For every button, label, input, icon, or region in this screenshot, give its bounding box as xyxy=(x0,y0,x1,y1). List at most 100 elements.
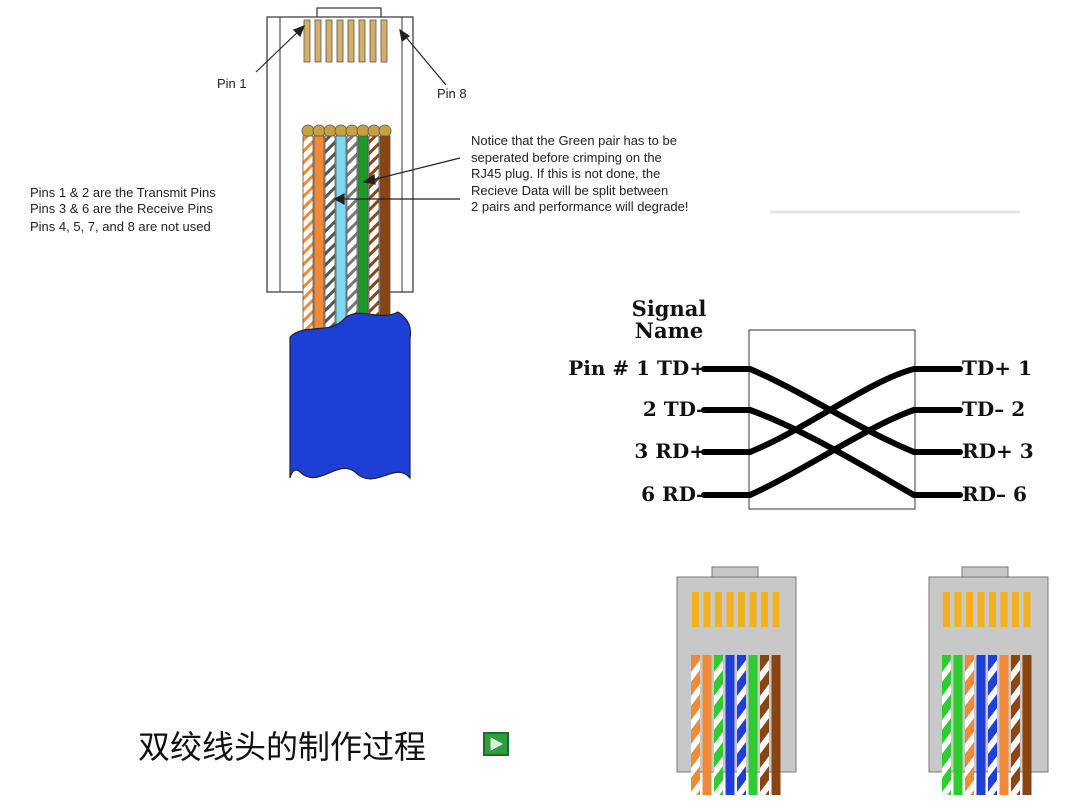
wire-stripe xyxy=(760,780,769,802)
connector-wire xyxy=(942,655,951,795)
wire-stripe xyxy=(737,732,746,754)
connector-pin xyxy=(692,592,699,627)
right-pin: 2 xyxy=(1011,397,1026,421)
wire-stripe xyxy=(691,708,700,730)
left-signal: TD– xyxy=(663,397,706,421)
pin-note: Pins 3 & 6 are the Receive Pins xyxy=(30,200,213,216)
connector-wire xyxy=(737,655,746,795)
plug-pins xyxy=(303,19,388,63)
signal-header-line: Signal xyxy=(631,296,707,321)
wire-stripe xyxy=(965,756,974,778)
wire-stripe xyxy=(714,732,723,754)
pin8-arrow xyxy=(399,28,447,86)
wire-stripe xyxy=(942,756,951,778)
notice-line: Notice that the Green pair has to be xyxy=(471,133,677,148)
wire-stripe xyxy=(988,780,997,802)
connector-pin xyxy=(761,592,768,627)
pin-note: Pins 1 & 2 are the Transmit Pins xyxy=(30,185,216,200)
connector-pin xyxy=(966,592,973,627)
wire-stripe xyxy=(942,780,951,802)
right-signal-row: TD+ 1 xyxy=(962,356,1032,380)
wire-stripe xyxy=(942,708,951,730)
wire-stripe xyxy=(942,732,951,754)
connector-pin xyxy=(1012,592,1019,627)
wire-stripe xyxy=(1011,660,1020,682)
wire-stripe xyxy=(965,660,974,682)
left-pin: Pin # 1 xyxy=(568,356,651,380)
right-signal: TD– xyxy=(962,397,1005,421)
connector-pin xyxy=(1000,592,1008,627)
connector-wire xyxy=(976,655,986,795)
connector-wire xyxy=(725,655,735,795)
cross-wire-rd-plus xyxy=(747,366,917,455)
wire-stripe xyxy=(988,708,997,730)
wire-stripe xyxy=(691,660,700,682)
connector-wire xyxy=(760,655,769,795)
right-signal: RD– xyxy=(962,482,1006,506)
wire-stripe xyxy=(760,708,769,730)
wire-stripe xyxy=(1011,732,1020,754)
connector-pin xyxy=(749,592,757,627)
cable-jacket xyxy=(289,311,412,480)
wire-stripe xyxy=(1011,756,1020,778)
right-signal-row: RD+ 3 xyxy=(962,439,1034,463)
connector-wire xyxy=(1011,655,1020,795)
right-pin: 1 xyxy=(1017,356,1032,380)
caption-text: 双绞线头的制作过程 xyxy=(138,728,427,766)
play-button[interactable] xyxy=(483,732,509,756)
connector-pin xyxy=(943,592,950,627)
connector-wire xyxy=(965,655,974,795)
signal-name-header: Signal Name xyxy=(614,298,724,342)
notice-arrow-1 xyxy=(362,157,461,185)
cross-wire-rd-minus xyxy=(747,407,917,498)
wire-stripe xyxy=(737,708,746,730)
connector-wire xyxy=(999,655,1009,795)
wire-stripe xyxy=(737,660,746,682)
right-pin: 3 xyxy=(1019,439,1034,463)
wire-stripe xyxy=(691,756,700,778)
left-pin: 2 xyxy=(642,397,657,421)
wire-stripe xyxy=(988,756,997,778)
wire-stripe xyxy=(714,780,723,802)
wire-stripe xyxy=(1011,708,1020,730)
wire-stripe xyxy=(988,684,997,706)
left-signal: TD+ xyxy=(657,356,706,380)
notice-text: Notice that the Green pair has to be sep… xyxy=(471,133,689,216)
connector-pin xyxy=(989,592,996,627)
pin1-arrow xyxy=(255,24,306,73)
wire-stripe xyxy=(988,660,997,682)
wire-stripe xyxy=(1011,684,1020,706)
wire-stripe xyxy=(760,756,769,778)
wire-stripe xyxy=(760,732,769,754)
pin1-label: Pin 1 xyxy=(217,76,247,91)
left-signal-row: Pin # 1 TD+ xyxy=(568,356,706,380)
right-signal-row: TD– 2 xyxy=(962,397,1025,421)
wire-stripe xyxy=(760,684,769,706)
left-signal: RD+ xyxy=(655,439,706,463)
connector-pin xyxy=(726,592,734,627)
plug-wires xyxy=(302,135,391,342)
notice-line: Recieve Data will be split between xyxy=(471,182,669,198)
notice-line: 2 pairs and performance will degrade! xyxy=(471,199,689,214)
wire-stripe xyxy=(691,684,700,706)
connector-pin xyxy=(703,592,711,627)
wire-stripe xyxy=(691,780,700,802)
pin-notes: Pins 1 & 2 are the Transmit Pins Pins 3 … xyxy=(30,185,216,235)
right-signal-row: RD– 6 xyxy=(962,482,1027,506)
connector-pin xyxy=(772,592,780,627)
wire-stripe xyxy=(714,660,723,682)
notice-arrow-2 xyxy=(333,192,460,206)
left-signal-row: 2 TD– xyxy=(643,397,706,421)
connector-wire xyxy=(748,655,758,795)
connector-pin xyxy=(977,592,985,627)
wire-stripe xyxy=(965,732,974,754)
pin-note: Pins 4, 5, 7, and 8 are not used xyxy=(30,219,211,234)
wire-stripe xyxy=(965,780,974,802)
left-pin: 3 xyxy=(634,439,649,463)
pin8-label: Pin 8 xyxy=(437,86,467,101)
wire-stripe xyxy=(760,660,769,682)
